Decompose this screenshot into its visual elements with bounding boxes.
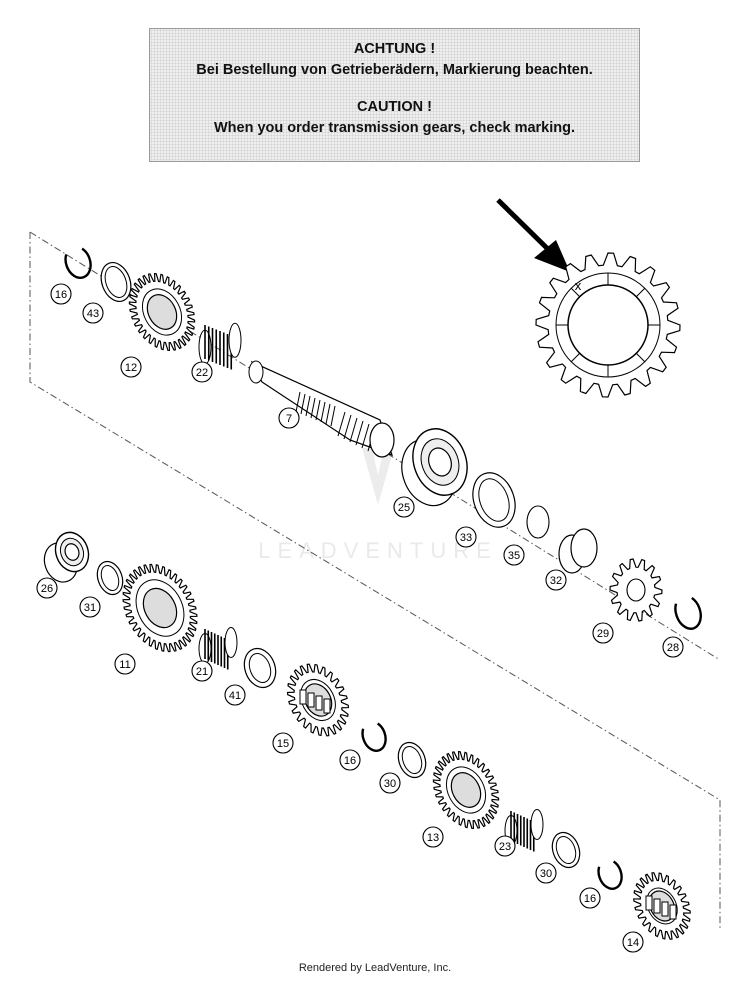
callout-number: 31 bbox=[84, 602, 96, 614]
circlip-16-mid bbox=[361, 722, 387, 752]
washer-31 bbox=[96, 560, 124, 596]
callout-43: 43 bbox=[82, 302, 104, 324]
callout-number: 30 bbox=[540, 868, 552, 880]
watermark-text: LEADVENTURE bbox=[258, 538, 498, 563]
callout-number: 12 bbox=[125, 362, 137, 374]
needle-bearing-21 bbox=[198, 627, 238, 670]
needle-bearing-22 bbox=[198, 322, 242, 370]
callout-22: 22 bbox=[191, 361, 213, 383]
callout-number: 23 bbox=[499, 841, 511, 853]
callout-41: 41 bbox=[224, 684, 246, 706]
gear-15 bbox=[286, 663, 350, 737]
callout-number: 11 bbox=[119, 659, 130, 671]
ball-bearing-25 bbox=[401, 428, 468, 507]
bushing-32 bbox=[558, 528, 598, 574]
detail-gear-with-marking bbox=[535, 252, 681, 398]
washer-41 bbox=[243, 647, 277, 689]
callout-number: 7 bbox=[286, 413, 292, 425]
gear-14 bbox=[633, 872, 691, 940]
callout-13: 13 bbox=[422, 826, 444, 848]
callout-25: 25 bbox=[393, 496, 415, 518]
callout-32: 32 bbox=[545, 569, 567, 591]
callout-number: 13 bbox=[427, 832, 439, 844]
circlip-16-upper bbox=[64, 247, 92, 279]
footer-credit: Rendered by LeadVenture, Inc. bbox=[298, 962, 452, 974]
notice-heading-de: ACHTUNG ! bbox=[353, 41, 436, 57]
circlip-28 bbox=[674, 596, 702, 630]
callout-12: 12 bbox=[120, 356, 142, 378]
callout-number: 16 bbox=[584, 893, 596, 905]
callout-number: 16 bbox=[55, 289, 67, 301]
gear-11 bbox=[122, 563, 198, 653]
notice-text-de: Bei Bestellung von Getrieberädern, Marki… bbox=[196, 62, 593, 78]
seal-33 bbox=[472, 472, 516, 528]
notice-text-en: When you order transmission gears, check… bbox=[214, 120, 575, 136]
callout-number: 15 bbox=[277, 738, 289, 750]
caution-notice: ACHTUNG ! Bei Bestellung von Getrieberäd… bbox=[149, 28, 640, 162]
gear-12 bbox=[128, 272, 196, 352]
callout-31: 31 bbox=[79, 596, 101, 618]
watermark: LEADVENTURE bbox=[258, 448, 498, 563]
callout-15: 15 bbox=[272, 732, 294, 754]
callout-labels: 16 43 12 22 7 25 33 35 32 29 28 26 31 11 21 41 15 16 30 13 2… bbox=[36, 283, 684, 953]
callout-number: 26 bbox=[41, 583, 53, 595]
callout-23: 23 bbox=[494, 835, 516, 857]
callout-28: 28 bbox=[662, 636, 684, 658]
callout-21: 21 bbox=[191, 660, 213, 682]
callout-16: 16 bbox=[339, 749, 361, 771]
callout-33: 33 bbox=[455, 526, 477, 548]
callout-number: 41 bbox=[229, 690, 241, 702]
callout-number: 14 bbox=[627, 937, 639, 949]
callout-30: 30 bbox=[535, 862, 557, 884]
callout-26: 26 bbox=[36, 577, 58, 599]
gear-13 bbox=[432, 750, 500, 830]
main-shaft-7 bbox=[248, 360, 395, 458]
washer-43 bbox=[100, 262, 132, 302]
ball-bearing-26 bbox=[43, 531, 90, 583]
marking-x: x bbox=[575, 278, 582, 293]
callout-29: 29 bbox=[592, 622, 614, 644]
callout-number: 28 bbox=[667, 642, 679, 654]
callout-16: 16 bbox=[579, 887, 601, 909]
callout-number: 25 bbox=[398, 502, 410, 514]
callout-number: 16 bbox=[344, 755, 356, 767]
parts bbox=[43, 247, 702, 940]
washer-30-mid bbox=[397, 741, 427, 779]
callout-7: 7 bbox=[278, 407, 300, 429]
sprocket-29 bbox=[609, 558, 663, 622]
notice-heading-en: CAUTION ! bbox=[357, 99, 432, 115]
marking-arrow bbox=[496, 198, 570, 272]
callout-16: 16 bbox=[50, 283, 72, 305]
callout-number: 43 bbox=[87, 308, 99, 320]
callout-number: 21 bbox=[196, 666, 208, 678]
circlip-16-lower bbox=[597, 860, 623, 890]
callout-14: 14 bbox=[622, 931, 644, 953]
callout-30: 30 bbox=[379, 772, 401, 794]
callout-35: 35 bbox=[503, 544, 525, 566]
callout-number: 29 bbox=[597, 628, 609, 640]
callout-number: 22 bbox=[196, 367, 208, 379]
callout-number: 35 bbox=[508, 550, 520, 562]
callout-11: 11 bbox=[114, 653, 136, 675]
washer-30-lower bbox=[551, 831, 581, 869]
callout-number: 33 bbox=[460, 532, 472, 544]
o-ring-35 bbox=[526, 505, 550, 539]
callout-number: 30 bbox=[384, 778, 396, 790]
callout-number: 32 bbox=[550, 575, 562, 587]
